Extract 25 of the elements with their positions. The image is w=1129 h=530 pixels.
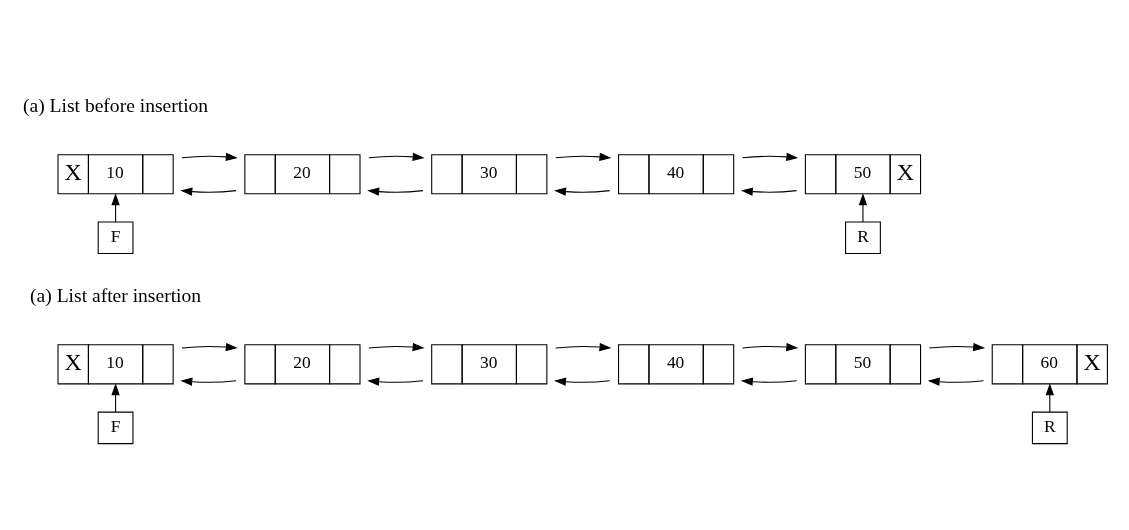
arrow [555, 152, 612, 161]
arrow [858, 192, 868, 223]
arrow [554, 186, 611, 196]
arrow [740, 377, 798, 386]
arrow [740, 186, 798, 196]
arrow [181, 152, 238, 161]
arrow [181, 342, 238, 351]
node-box: F [97, 221, 134, 254]
arrow [180, 186, 237, 196]
arrow [742, 152, 799, 161]
label: (a) List before insertion [23, 94, 209, 116]
node-box: R [1031, 411, 1068, 444]
node-box: F [97, 411, 134, 444]
node-box: R [845, 221, 881, 254]
arrow [555, 342, 612, 351]
arrow [368, 152, 425, 161]
arrow [554, 377, 611, 386]
arrow [742, 342, 799, 351]
arrow [368, 342, 425, 351]
arrow [367, 377, 424, 386]
arrow [927, 377, 985, 386]
label: (a) List after insertion [30, 284, 202, 306]
arrow [928, 342, 986, 351]
arrow [180, 377, 237, 386]
arrow [367, 186, 424, 196]
